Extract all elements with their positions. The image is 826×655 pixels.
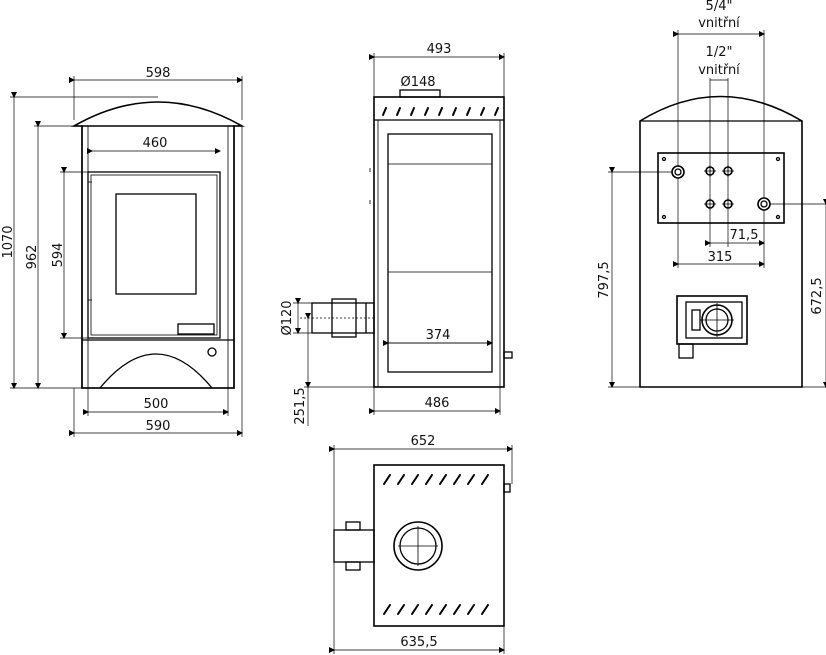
dim-back-height-left: 797,5 (597, 261, 612, 298)
front-door (87, 171, 221, 339)
pipe-large-inlet (671, 165, 685, 179)
dim-front-inner-width: 500 (144, 397, 169, 412)
pipe-large-outlet (757, 197, 771, 211)
dim-rear-outlet-height: 251,5 (293, 387, 308, 424)
front-view: 598 460 1070 962 594 500 590 (1, 66, 246, 437)
label-pipe-small-note: vnitřní (698, 63, 740, 78)
side-body (373, 96, 505, 388)
side-view: 493 Ø148 Ø120 251,5 374 486 (280, 42, 513, 426)
dim-front-door-height: 594 (51, 243, 66, 268)
dim-side-inner-width: 374 (426, 328, 451, 343)
dim-front-top-width: 598 (146, 66, 171, 81)
label-pipe-large-size: 5/4" (706, 0, 733, 14)
label-pipe-small-size: 1/2" (706, 45, 733, 60)
dim-side-top-width: 493 (427, 42, 452, 57)
top-knob (503, 483, 511, 493)
front-knob (207, 347, 217, 357)
dim-front-door-width: 460 (143, 136, 168, 151)
top-vents-lower (383, 604, 489, 615)
flue-collar-top (399, 89, 441, 98)
back-flue-box (676, 295, 748, 345)
label-pipe-large-note: vnitřní (698, 16, 740, 31)
front-arch (99, 353, 213, 389)
top-vents-upper (383, 474, 489, 485)
dim-rear-outlet-diameter: Ø120 (280, 300, 295, 335)
dim-top-width: 635,5 (400, 635, 437, 650)
dim-front-total-height: 1070 (1, 225, 16, 258)
top-flue-outer (393, 521, 443, 571)
dim-front-base-width: 590 (146, 419, 171, 434)
top-view: 652 635,5 (329, 434, 513, 654)
side-knob (503, 351, 513, 359)
side-top-vents (382, 107, 499, 116)
dim-top-depth: 652 (411, 434, 436, 449)
dim-back-spacing-large: 315 (708, 250, 733, 265)
door-handle (177, 323, 215, 335)
dim-back-height-right: 672,5 (810, 277, 825, 314)
back-view: 5/4" vnitřní 1/2" vnitřní 71,5 315 797,5… (597, 0, 826, 388)
dim-back-spacing-small: 71,5 (730, 228, 759, 243)
top-rear-outlet (333, 529, 375, 563)
door-glass (115, 193, 197, 295)
side-panel (387, 133, 493, 373)
front-body (81, 125, 235, 389)
dim-flue-top-diameter: Ø148 (400, 75, 435, 90)
dim-front-body-height: 962 (25, 245, 40, 270)
dim-side-base-width: 486 (425, 396, 450, 411)
back-connection-plate (657, 152, 785, 224)
